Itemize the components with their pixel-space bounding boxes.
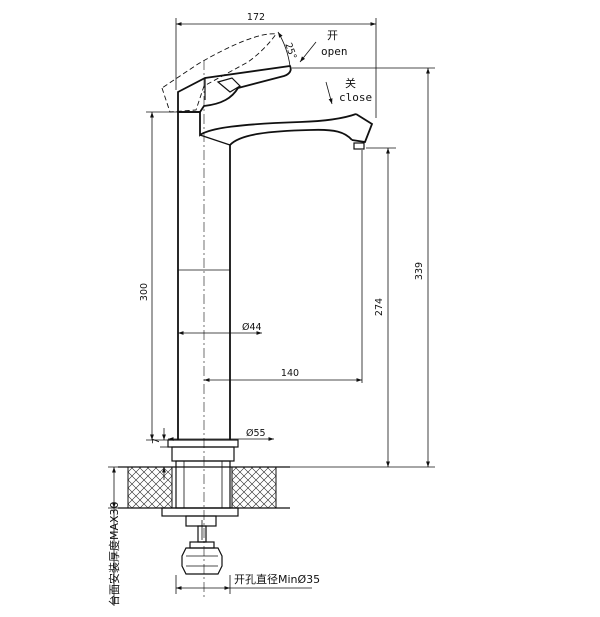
angle-dim: 25° (277, 31, 298, 67)
hole-note: 开孔直径MinØ35 (234, 572, 320, 586)
open-cn-label: 开 (327, 29, 338, 42)
dim-hole-diameter: 开孔直径MinØ35 (175, 572, 320, 594)
dim-height-body: 300 (139, 111, 178, 441)
dim-height-spout: 274 (366, 147, 396, 467)
dim-base-diameter: Ø55 (168, 428, 274, 441)
dim-gap-label: 7 (151, 438, 162, 444)
dim-height-body-label: 300 (139, 283, 150, 301)
dim-height-spout-label: 274 (374, 298, 385, 316)
close-cn-label: 关 (345, 76, 356, 90)
dim-reach: 140 (204, 150, 363, 383)
dim-body-diameter-label: Ø44 (242, 322, 262, 333)
dim-counter-thickness: 台面安装厚度MAX30 (107, 466, 128, 606)
close-en-label: close (339, 91, 372, 104)
open-indicator: 开 open (299, 29, 348, 63)
dim-width-total-label: 172 (247, 12, 265, 23)
handle-lever-open-position (161, 33, 277, 113)
handle-lever (177, 65, 292, 113)
counter-note: 台面安装厚度MAX30 (107, 501, 121, 606)
open-en-label: open (321, 45, 348, 58)
dim-height-total-label: 339 (414, 262, 425, 280)
dim-gap: 7 (151, 428, 172, 480)
dim-height-total: 339 (240, 67, 435, 468)
dim-reach-label: 140 (281, 368, 299, 379)
under-counter-fittings (161, 507, 239, 575)
close-indicator: 关 close (325, 76, 372, 105)
faucet-body (167, 111, 239, 509)
angle-label: 25° (282, 41, 298, 61)
dim-base-diameter-label: Ø55 (246, 428, 266, 439)
spout (199, 112, 374, 150)
dim-body-diameter: Ø44 (178, 322, 262, 335)
